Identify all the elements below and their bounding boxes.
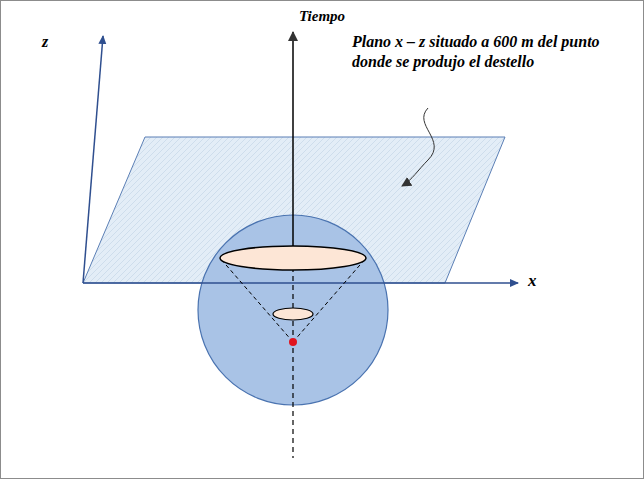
z-axis bbox=[83, 36, 103, 283]
time-axis-dashed bbox=[292, 258, 293, 458]
cone-section-large bbox=[220, 246, 366, 270]
callout-arrow bbox=[402, 108, 434, 186]
flash-point bbox=[289, 338, 297, 346]
cone-section-small bbox=[273, 308, 313, 320]
time-axis bbox=[292, 32, 294, 258]
axis-label: z bbox=[42, 33, 48, 51]
x-axis bbox=[83, 282, 518, 284]
xz-plane bbox=[83, 137, 505, 283]
axis-label: x bbox=[528, 271, 537, 291]
note-label: Plano x – z situado a 600 m del punto do… bbox=[352, 32, 614, 72]
axis-label: Tiempo bbox=[299, 8, 345, 25]
